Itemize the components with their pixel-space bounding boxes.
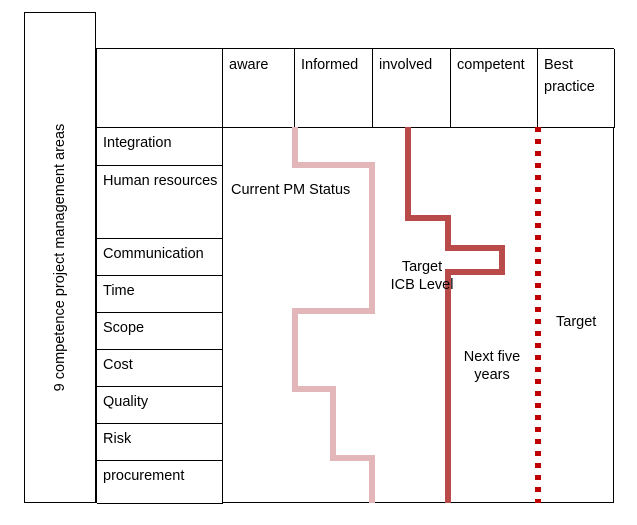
row-label-quality: Quality [97, 387, 223, 424]
column-header-competent: competent [451, 49, 538, 128]
vertical-axis-label: 9 competence project management areas [52, 123, 68, 392]
row-label-risk: Risk [97, 424, 223, 461]
competence-matrix-table: aware Informed involved competent Best p… [96, 48, 615, 504]
header-corner-cell [97, 49, 223, 128]
row-label-communication: Communication [97, 239, 223, 276]
matrix-grid: aware Informed involved competent Best p… [97, 49, 615, 504]
row-label-time: Time [97, 276, 223, 313]
matrix-header-row: aware Informed involved competent Best p… [97, 49, 615, 128]
column-header-aware: aware [223, 49, 295, 128]
annotation-current-pm-status: Current PM Status [231, 182, 351, 198]
annotation-target: Target [556, 314, 597, 330]
column-header-involved: involved [373, 49, 451, 128]
vertical-axis-label-box: 9 competence project management areas [24, 12, 96, 503]
row-label-scope: Scope [97, 313, 223, 350]
column-header-informed: Informed [295, 49, 373, 128]
row-label-cost: Cost [97, 350, 223, 387]
row-label-integration: Integration [97, 128, 223, 166]
row-label-procurement: procurement [97, 461, 223, 504]
annotation-target-icb-level: Target ICB Level [390, 259, 454, 293]
row-label-human-resources: Human resources [97, 166, 223, 239]
annotation-next-five-years: Next five years [463, 349, 521, 383]
column-header-best-practice: Best practice [538, 49, 615, 128]
